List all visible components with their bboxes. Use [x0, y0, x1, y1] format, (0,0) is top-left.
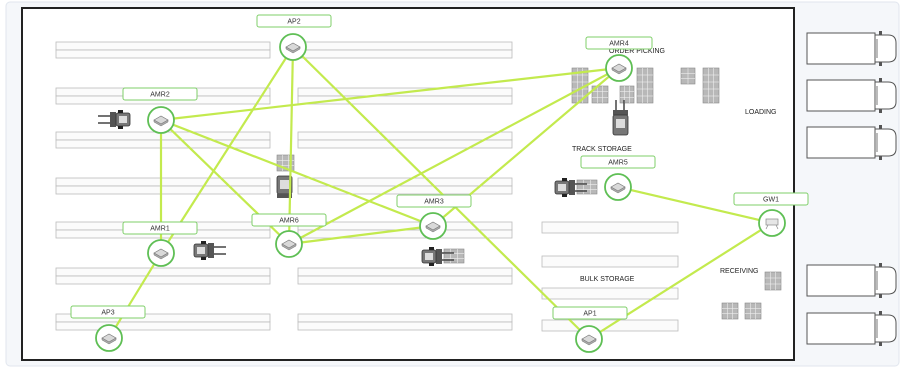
- pallet-stack: [702, 67, 720, 104]
- pallet-stack: [571, 67, 589, 104]
- pallet-stack: [591, 85, 609, 104]
- node-label-box: [396, 194, 472, 208]
- truck-icon: [806, 263, 897, 298]
- forklift-icon: [554, 178, 587, 197]
- node-label-box: [122, 87, 198, 101]
- node-ap1[interactable]: AP1: [552, 306, 628, 353]
- node-label: AP2: [287, 19, 300, 26]
- truck-icon: [806, 125, 897, 160]
- node-amr4[interactable]: AMR4: [585, 36, 653, 82]
- link-amr1-ap3: [108, 252, 162, 339]
- link-amr2-amr3: [160, 118, 434, 228]
- router-icon: [581, 334, 597, 346]
- node-label-box: [733, 192, 809, 206]
- node-gw1[interactable]: GW1: [733, 192, 809, 237]
- router-icon: [281, 239, 297, 251]
- router-icon: [425, 221, 441, 233]
- link-ap2-amr1: [160, 46, 294, 254]
- node-ap3[interactable]: AP3: [70, 305, 146, 352]
- link-amr4-amr2: [160, 66, 620, 122]
- pallet-stack: [721, 302, 739, 320]
- link-ap2-amr6: [287, 46, 295, 245]
- link-gw1-ap1: [588, 222, 773, 340]
- node-label: AMR3: [424, 199, 444, 206]
- router-icon: [101, 333, 117, 345]
- link-amr6-amr3: [288, 224, 434, 246]
- pallet-stack: [443, 248, 465, 264]
- gateway-icon: [765, 218, 779, 230]
- node-amr3[interactable]: AMR3: [396, 194, 472, 240]
- link-ap2-ap1: [292, 46, 590, 340]
- truck-icon: [806, 78, 897, 113]
- truck-icon: [806, 31, 897, 66]
- pallet-stacks: [276, 67, 782, 320]
- node-label: AP3: [101, 310, 114, 317]
- node-label: GW1: [763, 197, 779, 204]
- forklifts: [98, 100, 629, 266]
- zone-label-track-storage: TRACK STORAGE: [572, 146, 632, 153]
- link-amr4-amr6: [288, 67, 620, 245]
- node-label: AMR5: [608, 160, 628, 167]
- node-ap2[interactable]: AP2: [256, 14, 332, 61]
- forklift-icon: [98, 110, 131, 129]
- truck-icon: [806, 311, 897, 346]
- pallet-stack: [764, 271, 782, 291]
- node-label-box: [256, 14, 332, 28]
- router-icon: [610, 182, 626, 194]
- router-icon: [285, 42, 301, 54]
- truck-docks: [806, 31, 897, 346]
- router-icon: [153, 115, 169, 127]
- node-amr2[interactable]: AMR2: [122, 87, 198, 134]
- node-label: AP1: [583, 311, 596, 318]
- zone-label-bulk-storage: BULK STORAGE: [580, 276, 635, 283]
- node-label-box: [552, 306, 628, 320]
- forklift-icon: [612, 100, 629, 136]
- pallet-stack: [744, 302, 762, 320]
- link-amr5-gw1: [617, 185, 773, 225]
- node-label: AMR4: [609, 41, 629, 48]
- pallet-stack: [576, 179, 598, 195]
- node-label-box: [580, 155, 656, 169]
- node-label-box: [251, 213, 327, 227]
- node-label-box: [70, 305, 146, 319]
- forklift-icon: [421, 247, 454, 266]
- node-label-box: [122, 221, 198, 235]
- forklift-icon: [276, 175, 293, 198]
- node-amr6[interactable]: AMR6: [251, 213, 327, 258]
- pallet-stack: [619, 85, 635, 104]
- node-amr5[interactable]: AMR5: [580, 155, 656, 201]
- node-label: AMR1: [150, 226, 170, 233]
- node-amr1[interactable]: AMR1: [122, 221, 198, 267]
- forklift-icon: [193, 241, 226, 260]
- zone-label-receiving: RECEIVING: [720, 268, 759, 275]
- node-label: AMR6: [279, 218, 299, 225]
- pallet-stack: [636, 67, 654, 104]
- node-label-box: [585, 36, 653, 50]
- router-icon: [153, 248, 169, 260]
- node-label: AMR2: [150, 92, 170, 99]
- zone-label-loading: LOADING: [745, 109, 777, 116]
- router-icon: [611, 63, 627, 75]
- zone-label-order-picking: ORDER PICKING: [609, 48, 665, 55]
- pallet-stack: [680, 67, 696, 85]
